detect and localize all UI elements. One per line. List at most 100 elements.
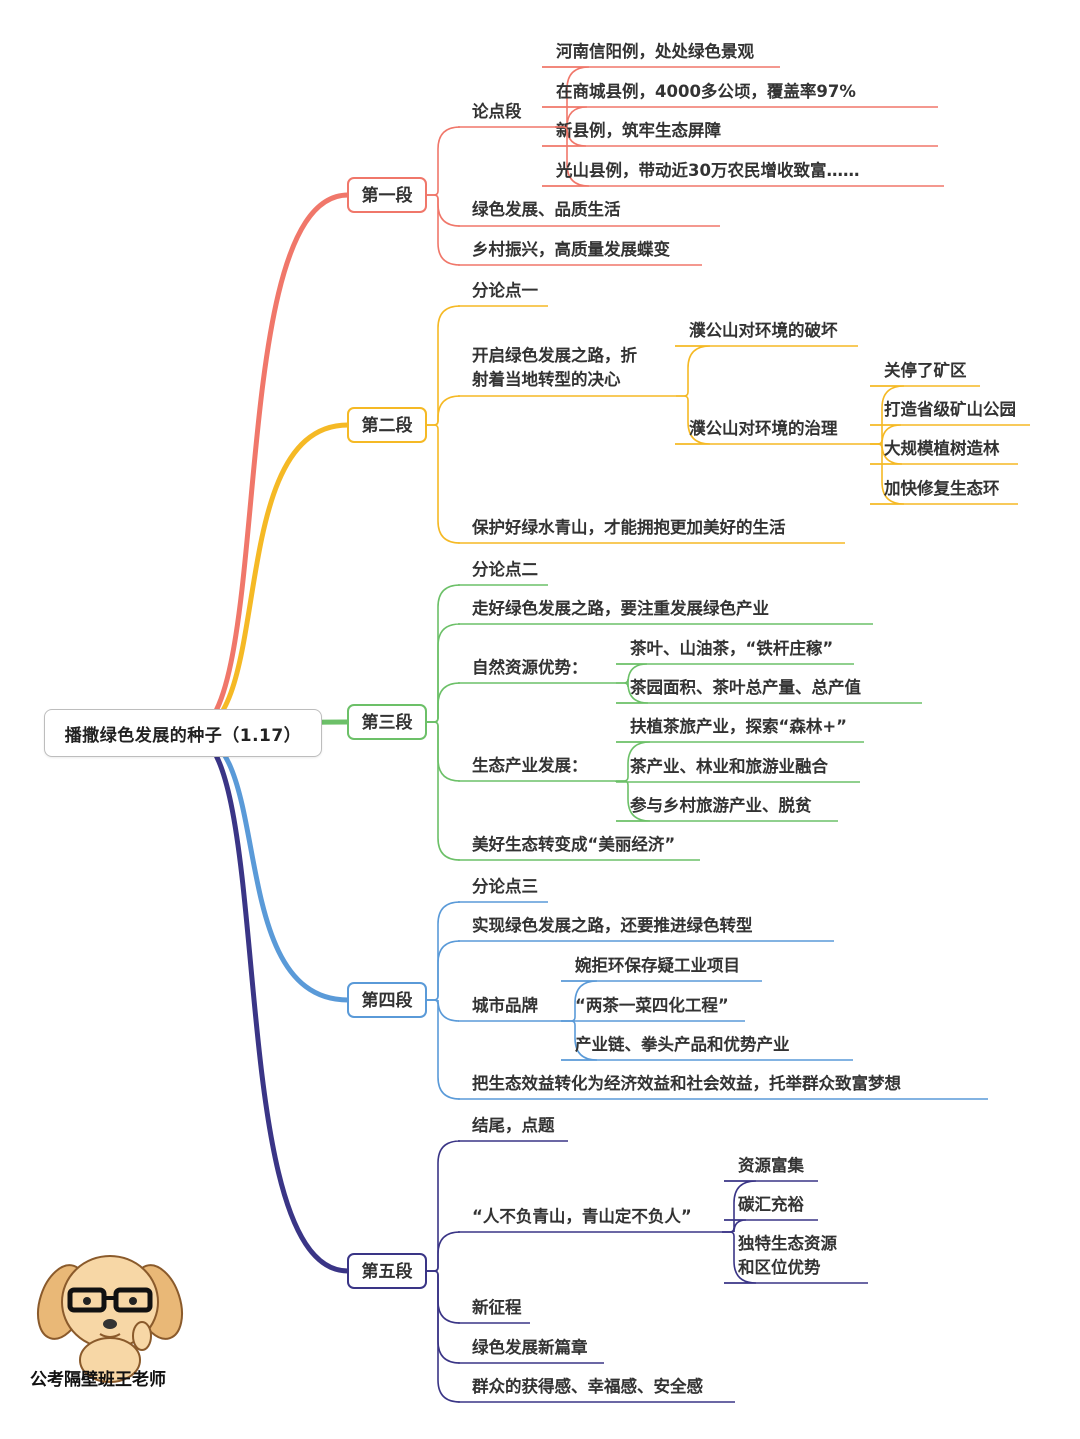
topic-label: 乡村振兴，高质量发展蝶变 xyxy=(472,239,671,259)
connector-2-2 xyxy=(426,682,461,723)
segment-node-4[interactable]: 第四段 xyxy=(347,982,427,1018)
topic-label: 茶叶、山油茶，“铁杆庄稼” xyxy=(630,638,833,658)
segment-label: 第四段 xyxy=(362,990,413,1011)
segment-node-3[interactable]: 第三段 xyxy=(347,704,427,740)
topic-node-2-2[interactable]: 自然资源优势： xyxy=(458,657,616,684)
topic-node-2-3-1[interactable]: 茶产业、林业和旅游业融合 xyxy=(616,756,860,783)
connector-4-2 xyxy=(426,1270,461,1324)
segment-node-5[interactable]: 第五段 xyxy=(347,1253,427,1289)
connector-1-2 xyxy=(426,424,461,544)
topic-node-2-0[interactable]: 分论点二 xyxy=(458,559,548,586)
topic-node-3-2-1[interactable]: “两茶一菜四化工程” xyxy=(561,995,745,1022)
connector-2-1 xyxy=(426,623,461,723)
topic-label: “两茶一菜四化工程” xyxy=(575,995,729,1015)
topic-label: 参与乡村旅游产业、脱贫 xyxy=(630,795,812,815)
topic-label: 濮公山对环境的破坏 xyxy=(689,320,838,340)
topic-node-0-0-1[interactable]: 在商城县例，4000多公顷，覆盖率97% xyxy=(542,81,938,108)
segment-node-1[interactable]: 第一段 xyxy=(347,177,427,213)
topic-label: 加快修复生态环 xyxy=(883,478,1000,498)
connector-2-4 xyxy=(426,721,461,861)
topic-label: 分论点三 xyxy=(472,876,538,896)
topic-label: 分论点二 xyxy=(472,559,538,579)
topic-node-1-1-1-3[interactable]: 加快修复生态环 xyxy=(870,478,1018,505)
topic-label: 在商城县例，4000多公顷，覆盖率97% xyxy=(556,81,856,101)
segment-label: 第三段 xyxy=(362,712,413,733)
main-branch-4 xyxy=(187,730,351,1003)
topic-label: 关停了矿区 xyxy=(884,360,967,380)
topic-node-0-0-2[interactable]: 新县例，筑牢生态屏障 xyxy=(542,120,938,147)
topic-node-1-1-0[interactable]: 濮公山对环境的破坏 xyxy=(675,320,858,347)
segment-label: 第一段 xyxy=(362,185,413,206)
topic-node-1-1-1-2[interactable]: 大规模植树造林 xyxy=(870,438,1018,465)
connector-3-0 xyxy=(426,901,461,1001)
topic-label: 把生态效益转化为经济效益和社会效益，托举群众致富梦想 xyxy=(472,1073,902,1093)
topic-node-2-3[interactable]: 生态产业发展： xyxy=(458,755,616,782)
topic-label: 光山县例，带动近30万农民增收致富…… xyxy=(555,160,859,180)
root-node-label: 播撒绿色发展的种子（1.17） xyxy=(64,725,302,746)
dog-mascot-icon xyxy=(37,1255,183,1383)
topic-node-2-3-0[interactable]: 扶植茶旅产业，探索“森林+” xyxy=(616,716,864,743)
connector-2-0 xyxy=(426,584,461,723)
topic-node-0-0[interactable]: 论点段 xyxy=(458,101,555,128)
topic-node-0-1[interactable]: 绿色发展、品质生活 xyxy=(458,199,720,227)
segment-label: 第二段 xyxy=(362,415,413,436)
topic-label: 茶园面积、茶叶总产量、总产值 xyxy=(630,677,862,697)
topic-node-4-0[interactable]: 结尾，点题 xyxy=(458,1115,568,1142)
topic-label: 扶植茶旅产业，探索“森林+” xyxy=(630,716,847,736)
topic-label: 论点段 xyxy=(472,101,522,121)
segment-node-2[interactable]: 第二段 xyxy=(347,407,427,443)
topic-node-2-3-2[interactable]: 参与乡村旅游产业、脱贫 xyxy=(616,795,838,822)
topic-node-4-4[interactable]: 群众的获得感、幸福感、安全感 xyxy=(458,1376,735,1403)
topic-label-line2: 和区位优势 xyxy=(738,1257,821,1277)
connector-4-0 xyxy=(426,1140,461,1272)
topic-node-3-2-0[interactable]: 婉拒环保存疑工业项目 xyxy=(561,955,762,982)
topic-label: 开启绿色发展之路，折 xyxy=(472,345,638,365)
topic-label: 碳汇充裕 xyxy=(738,1194,805,1214)
topic-label: 新征程 xyxy=(472,1297,522,1317)
connector-0-2 xyxy=(426,194,461,266)
topic-node-0-0-3[interactable]: 光山县例，带动近30万农民增收致富…… xyxy=(542,160,944,187)
topic-node-2-2-0[interactable]: 茶叶、山油茶，“铁杆庄稼” xyxy=(616,638,854,665)
topic-node-3-0[interactable]: 分论点三 xyxy=(458,876,548,903)
topic-node-3-2[interactable]: 城市品牌 xyxy=(458,995,563,1022)
topic-label: 资源富集 xyxy=(738,1155,805,1175)
connector-4-1-2 xyxy=(722,1231,757,1284)
topic-node-4-2[interactable]: 新征程 xyxy=(458,1297,530,1324)
topic-node-1-1-1-0[interactable]: 关停了矿区 xyxy=(870,360,980,387)
connector-0-0-3 xyxy=(542,126,590,187)
topic-node-0-0-0[interactable]: 河南信阳例，处处绿色景观 xyxy=(542,41,780,68)
topic-node-2-2-1[interactable]: 茶园面积、茶叶总产量、总产值 xyxy=(616,677,922,704)
topic-label: 分论点一 xyxy=(472,280,539,300)
topic-node-1-2[interactable]: 保护好绿水青山，才能拥抱更加美好的生活 xyxy=(458,517,845,544)
segment-label: 第五段 xyxy=(362,1261,413,1282)
connector-1-1-0 xyxy=(675,345,711,397)
topic-node-4-3[interactable]: 绿色发展新篇章 xyxy=(458,1337,604,1364)
topic-label: 美好生态转变成“美丽经济” xyxy=(472,834,675,854)
topic-label: 打造省级矿山公园 xyxy=(884,399,1016,419)
connector-2-3 xyxy=(426,721,461,782)
topic-label-line2: 射着当地转型的决心 xyxy=(471,369,621,389)
topic-node-3-2-2[interactable]: 产业链、拳头产品和优势产业 xyxy=(561,1034,853,1061)
connector-1-0 xyxy=(426,305,461,426)
connector-0-0 xyxy=(426,126,461,196)
topic-label: 大规模植树造林 xyxy=(884,438,1000,458)
root-node[interactable]: 播撒绿色发展的种子（1.17） xyxy=(44,709,322,757)
topic-label: 城市品牌 xyxy=(472,995,539,1015)
topic-node-4-1-0[interactable]: 资源富集 xyxy=(724,1155,818,1182)
topic-label: 结尾，点题 xyxy=(472,1115,555,1135)
topic-node-3-1[interactable]: 实现绿色发展之路，还要推进绿色转型 xyxy=(458,915,834,942)
topic-node-1-1-1-1[interactable]: 打造省级矿山公园 xyxy=(870,399,1030,426)
topic-label: 保护好绿水青山，才能拥抱更加美好的生活 xyxy=(471,517,786,537)
topic-node-4-1-1[interactable]: 碳汇充裕 xyxy=(724,1194,818,1221)
topic-node-0-2[interactable]: 乡村振兴，高质量发展蝶变 xyxy=(458,239,702,266)
topic-node-3-3[interactable]: 把生态效益转化为经济效益和社会效益，托举群众致富梦想 xyxy=(458,1073,988,1100)
topic-node-1-0[interactable]: 分论点一 xyxy=(458,280,548,307)
connector-3-2 xyxy=(426,999,460,1022)
topic-node-2-4[interactable]: 美好生态转变成“美丽经济” xyxy=(458,834,700,861)
topic-node-4-1[interactable]: “人不负青山，青山定不负人” xyxy=(458,1206,722,1233)
topic-node-2-1[interactable]: 走好绿色发展之路，要注重发展绿色产业 xyxy=(458,598,873,625)
topic-node-1-1-1[interactable]: 濮公山对环境的治理 xyxy=(675,418,870,445)
connector-4-1 xyxy=(426,1231,461,1272)
